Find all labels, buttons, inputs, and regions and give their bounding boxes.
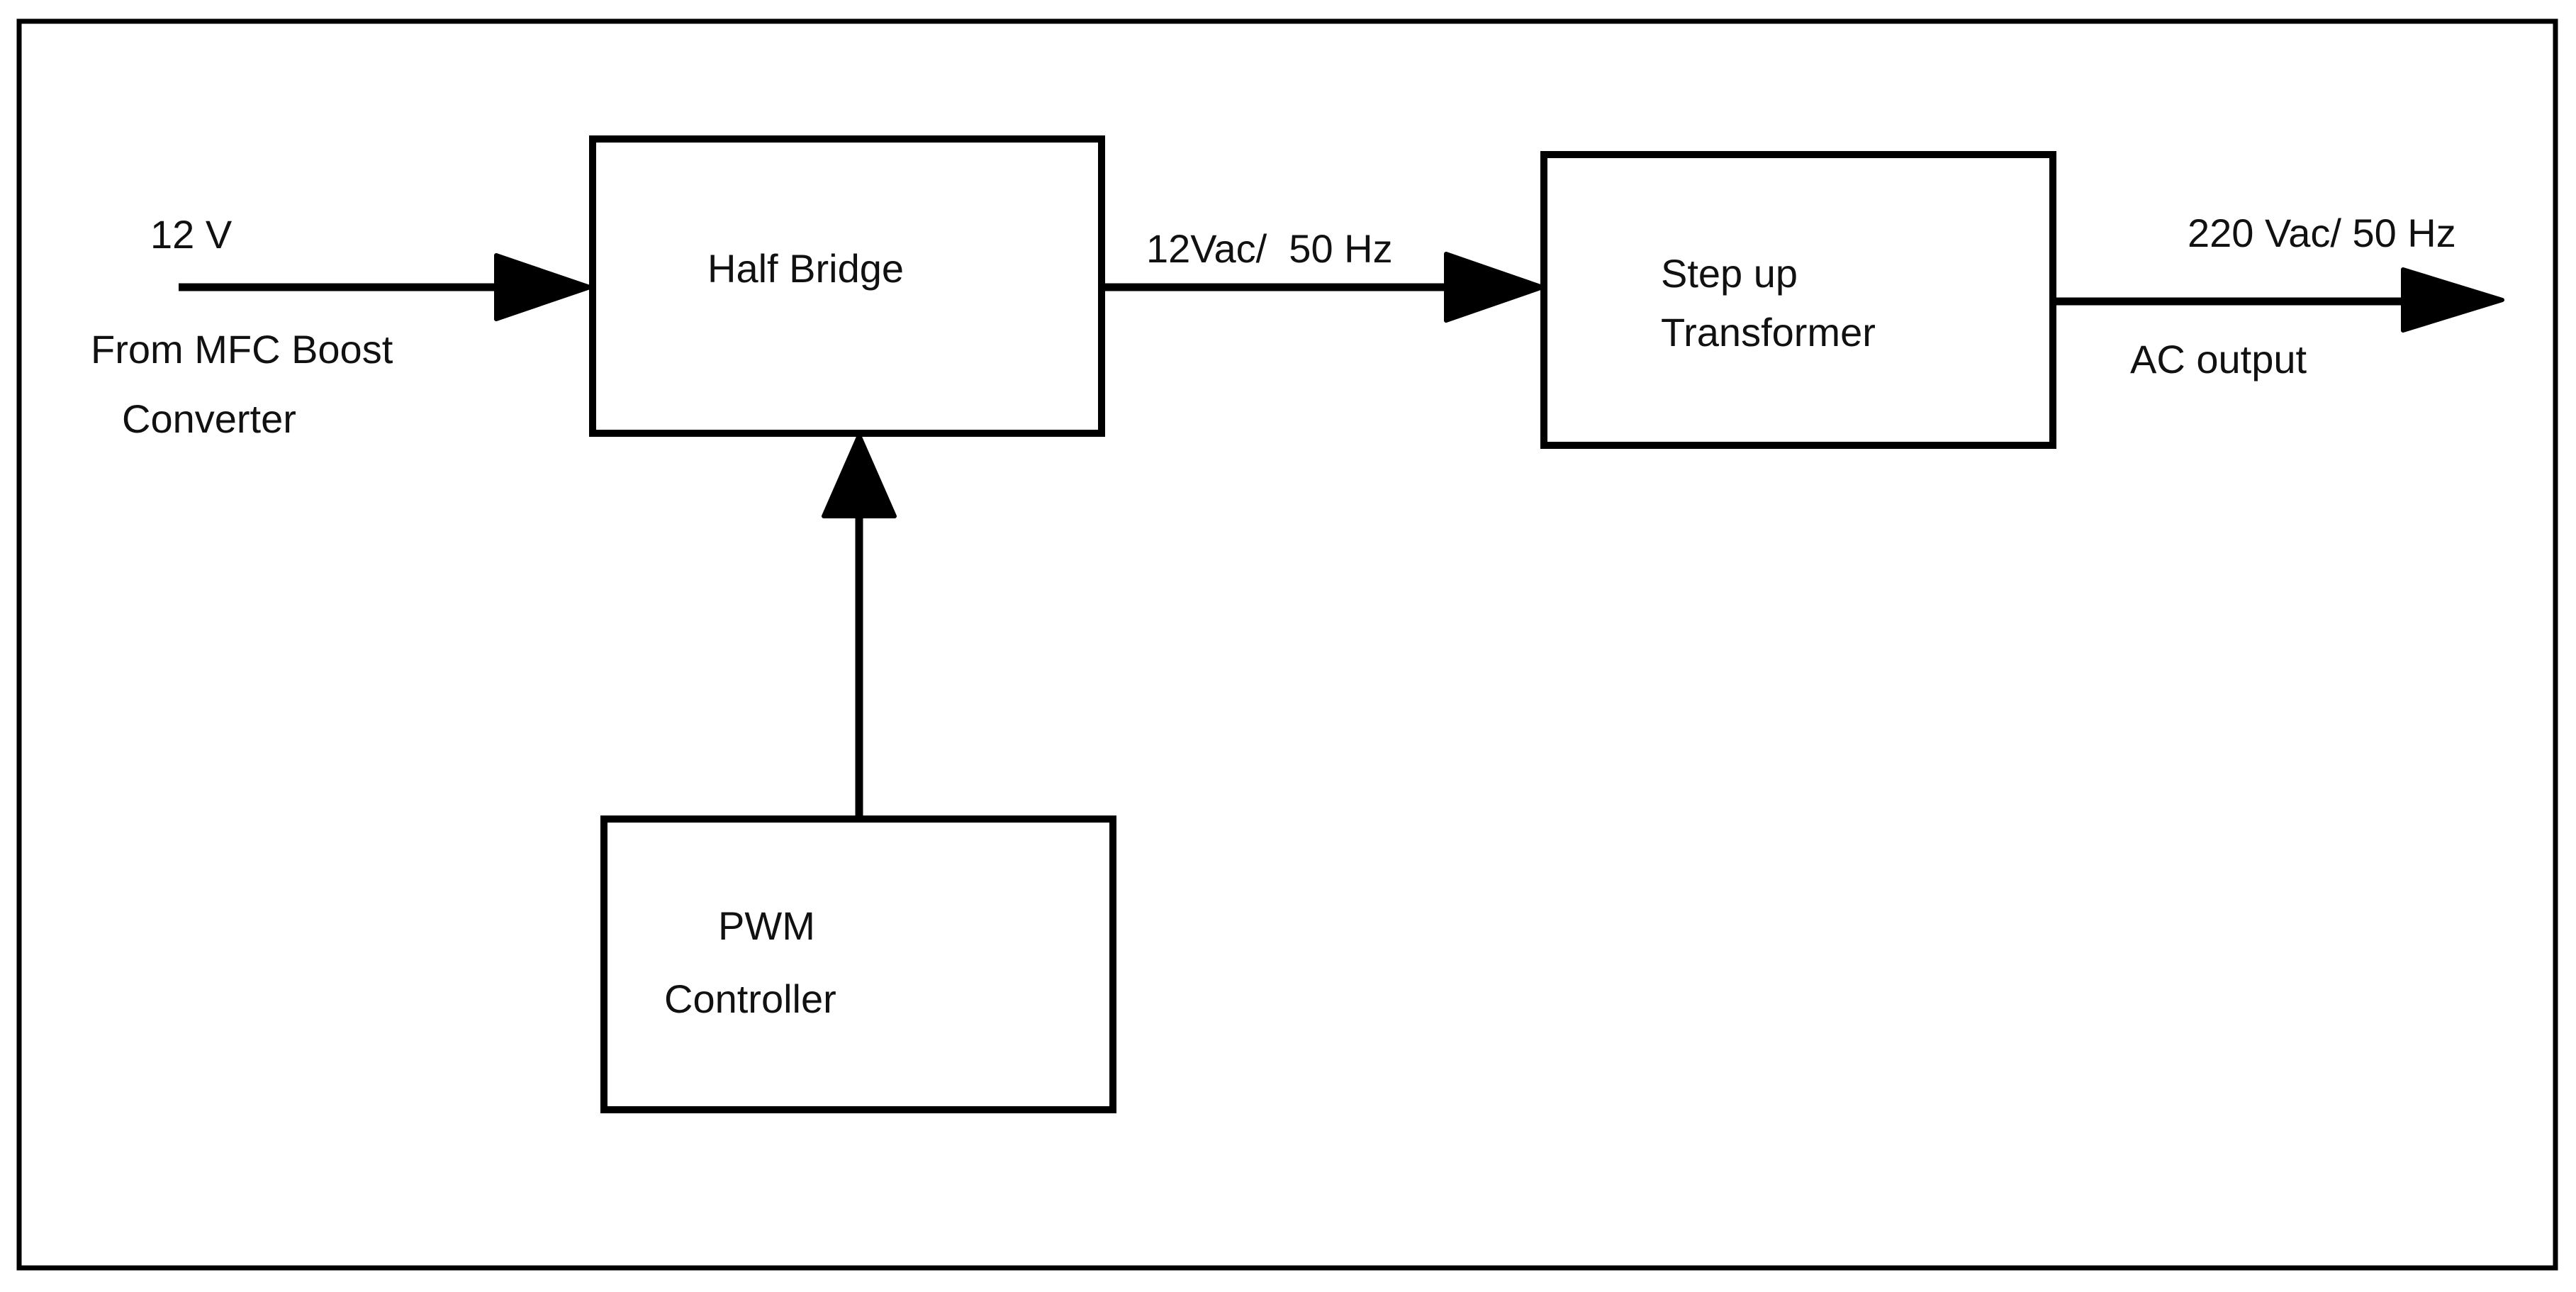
input-voltage-label: 12 V <box>150 212 233 257</box>
input-arrowhead <box>494 253 592 321</box>
ac-output-label: AC output <box>2130 337 2307 382</box>
pwm-controller-label-line1: PWM <box>718 903 815 948</box>
transformer-output-label: 220 Vac/ 50 Hz <box>2188 211 2456 255</box>
pwm-to-bridge-arrowhead <box>822 433 897 518</box>
input-source-label-line2: Converter <box>122 396 296 441</box>
half-bridge-label: Half Bridge <box>707 246 904 291</box>
output-arrowhead <box>2401 267 2504 333</box>
step-up-transformer-block <box>1540 151 2056 449</box>
pwm-controller-block <box>600 815 1116 1113</box>
step-up-transformer-label-line2: Transformer <box>1661 310 1876 355</box>
step-up-transformer-label-line1: Step up <box>1661 251 1798 296</box>
bridge-output-label: 12Vac/ 50 Hz <box>1146 226 1393 271</box>
input-source-label-line1: From MFC Boost <box>91 327 393 372</box>
pwm-controller-label-line2: Controller <box>664 976 836 1021</box>
bridge-to-transformer-arrowhead <box>1444 252 1545 323</box>
diagram-frame <box>16 18 2558 1271</box>
